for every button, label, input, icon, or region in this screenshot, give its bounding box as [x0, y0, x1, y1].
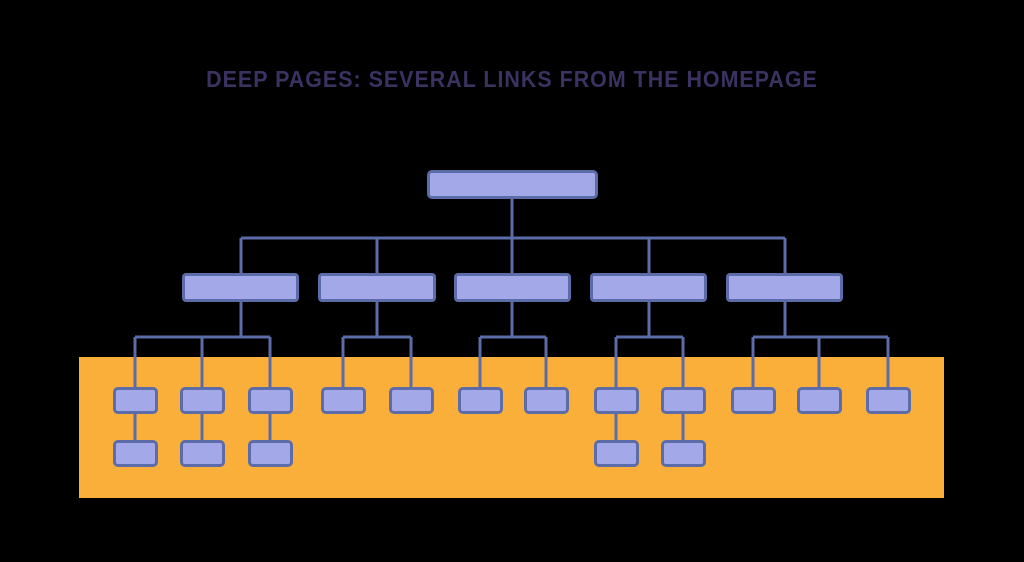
- node-p10[interactable]: [731, 387, 776, 414]
- node-d2[interactable]: [180, 440, 225, 467]
- node-s4[interactable]: [590, 273, 707, 302]
- node-s3[interactable]: [454, 273, 571, 302]
- node-p6[interactable]: [458, 387, 503, 414]
- node-p11[interactable]: [797, 387, 842, 414]
- node-p8[interactable]: [594, 387, 639, 414]
- node-p2[interactable]: [180, 387, 225, 414]
- node-p3[interactable]: [248, 387, 293, 414]
- node-p1[interactable]: [113, 387, 158, 414]
- node-s5[interactable]: [726, 273, 843, 302]
- node-d1[interactable]: [113, 440, 158, 467]
- node-d4[interactable]: [594, 440, 639, 467]
- node-p5[interactable]: [389, 387, 434, 414]
- node-s1[interactable]: [182, 273, 299, 302]
- diagram-title: DEEP PAGES: SEVERAL LINKS FROM THE HOMEP…: [206, 66, 818, 92]
- deep-pages-highlight-region: [79, 357, 944, 498]
- node-p4[interactable]: [321, 387, 366, 414]
- node-p9[interactable]: [661, 387, 706, 414]
- node-home[interactable]: [427, 170, 598, 199]
- node-s2[interactable]: [318, 273, 436, 302]
- node-p12[interactable]: [866, 387, 911, 414]
- node-p7[interactable]: [524, 387, 569, 414]
- node-d5[interactable]: [661, 440, 706, 467]
- node-d3[interactable]: [248, 440, 293, 467]
